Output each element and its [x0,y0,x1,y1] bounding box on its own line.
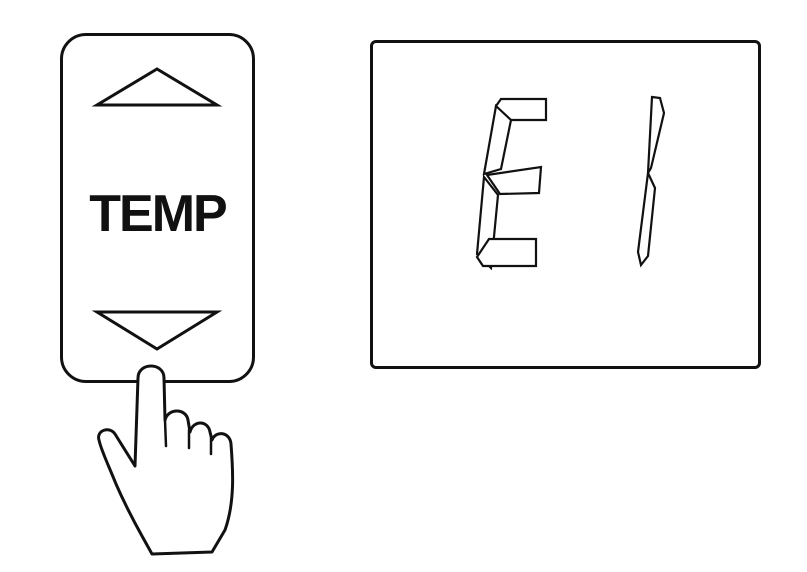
segment-e-bottom [475,237,538,268]
temp-up-button[interactable] [91,62,223,110]
temp-label: TEMP [89,185,227,243]
triangle-up-icon [91,67,223,107]
temp-down-button[interactable] [91,306,223,354]
triangle-down-icon [91,310,223,351]
segment-1-lower [636,169,657,268]
digit-e [475,97,548,271]
digit-1 [636,95,666,268]
segment-e-upper-left [482,103,513,176]
seven-segment-readout [475,95,666,271]
segment-e-top [493,97,548,122]
pointing-hand [92,360,242,560]
lcd-display: E1 [370,40,761,369]
segment-1-upper [646,95,666,174]
segment-e-middle [485,165,543,196]
temp-control-panel: TEMP [60,33,255,383]
pointing-finger-hand-icon [97,364,235,556]
